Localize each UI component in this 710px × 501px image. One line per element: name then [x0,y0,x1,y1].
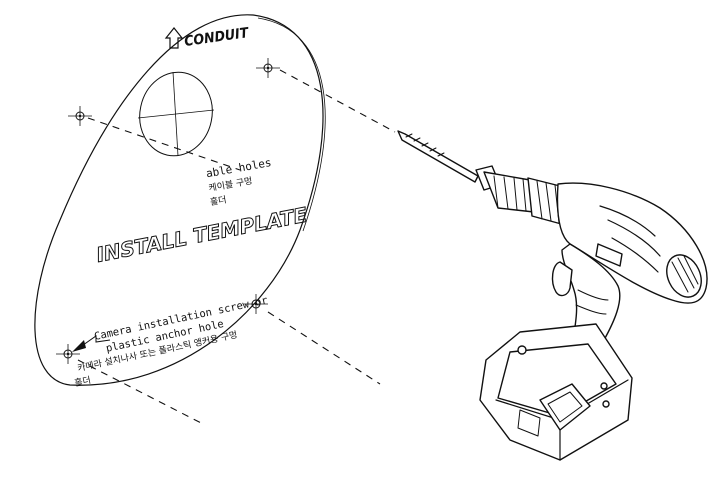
crosshair-icon [256,58,280,78]
conduit-marker: CONDUIT [164,25,251,50]
drill-icon [397,130,708,461]
cable-holes-mark: 홀더 [209,193,227,208]
crosshair-icon [68,106,92,126]
crosshair-icon [244,294,268,314]
anchor-hole-callout [72,335,111,352]
anchor-hole-text: Camera installation screw or plastic anc… [73,294,268,389]
cable-hole [137,71,215,157]
cable-holes-label: able holes [205,156,272,180]
up-arrow-icon [164,27,184,49]
cable-holes-text: able holes 케이블 구멍 홀더 [205,156,272,208]
anchor-label-mark: 홀더 [73,374,92,389]
install-template-title: INSTALL TEMPLATE [94,202,309,266]
conduit-label: CONDUIT [183,25,250,50]
install-template-disc [34,14,326,386]
crosshair-icon [56,344,80,364]
alignment-lines [77,69,396,426]
